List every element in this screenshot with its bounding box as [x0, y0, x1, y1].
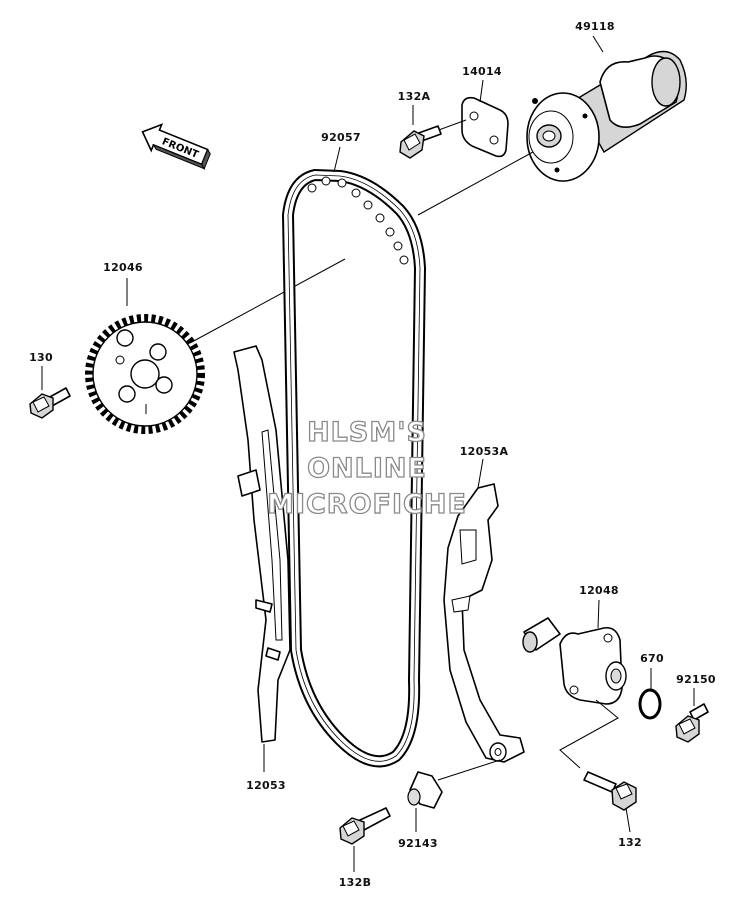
label-670[interactable]: 670 — [640, 652, 664, 665]
label-14014[interactable]: 14014 — [462, 65, 502, 78]
camshaft[interactable] — [526, 50, 687, 182]
label-132[interactable]: 132 — [618, 836, 642, 849]
label-49118[interactable]: 49118 — [575, 20, 615, 33]
label-130[interactable]: 130 — [29, 351, 53, 364]
label-12053[interactable]: 12053 — [246, 779, 286, 792]
watermark-line2: ONLINE — [307, 453, 427, 484]
chain-guide-12053[interactable] — [233, 345, 291, 743]
watermark-line3: MICROFICHE — [267, 489, 467, 520]
watermark-line1: HLSM'S — [307, 417, 427, 448]
chain-tensioner-guide[interactable] — [443, 483, 525, 763]
chain-tensioner[interactable] — [522, 617, 627, 705]
label-12053a[interactable]: 12053A — [460, 445, 509, 458]
watermark: HLSM'S ONLINE MICROFICHE — [266, 416, 467, 520]
o-ring[interactable] — [638, 688, 662, 720]
label-12048[interactable]: 12048 — [579, 584, 619, 597]
bolt-132b[interactable] — [339, 807, 391, 845]
bolt-132[interactable] — [583, 771, 637, 811]
cam-plate[interactable] — [461, 96, 509, 158]
label-12046[interactable]: 12046 — [103, 261, 143, 274]
bolt-132a[interactable] — [399, 125, 442, 159]
bolt-92150[interactable] — [675, 703, 709, 743]
collar-92143[interactable] — [407, 771, 443, 809]
bolt-130[interactable] — [29, 387, 71, 419]
cam-sprocket[interactable] — [85, 314, 205, 434]
label-132a[interactable]: 132A — [398, 90, 431, 103]
label-92057[interactable]: 92057 — [321, 131, 361, 144]
label-92143[interactable]: 92143 — [398, 837, 438, 850]
label-132b[interactable]: 132B — [339, 876, 372, 889]
cam-chain[interactable] — [281, 168, 427, 768]
part-labels: 49118 14014 132A 92057 12046 130 12053A … — [29, 20, 716, 889]
label-92150[interactable]: 92150 — [676, 673, 716, 686]
front-arrow-icon: FRONT — [141, 123, 211, 170]
